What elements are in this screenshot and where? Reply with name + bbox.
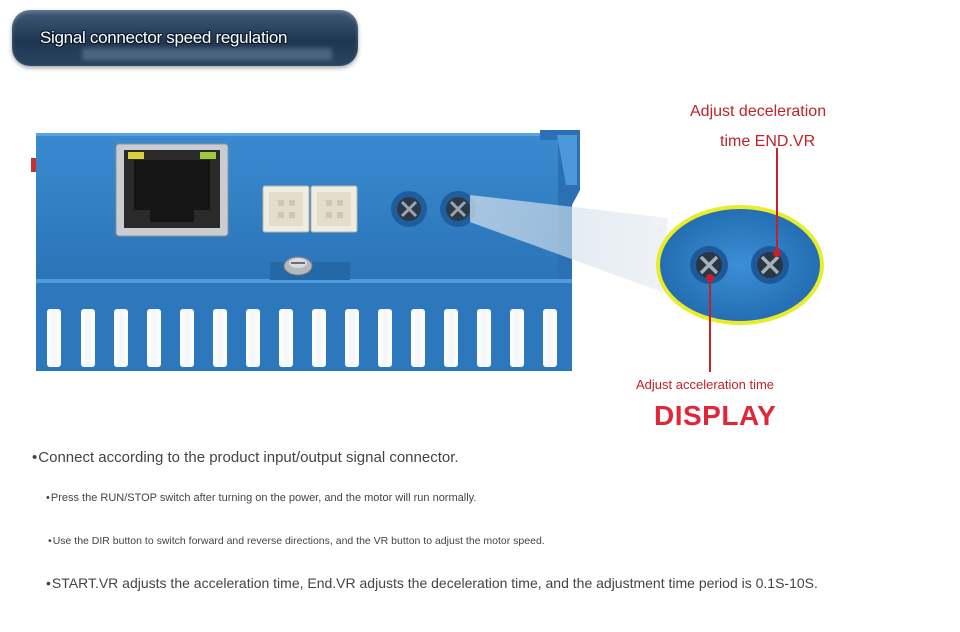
title-text: Signal connector speed regulation [40,28,288,47]
heatsink-base [36,279,572,309]
bullet-item: START.VR adjusts the acceleration time, … [46,575,818,591]
magnifier-beam [470,195,668,292]
deceleration-callout: Adjust deceleration time END.VR [690,97,860,157]
rj45-port [115,143,229,237]
deceleration-label-line1: Adjust deceleration [690,103,827,120]
power-led [31,158,38,172]
signal-connector-left [262,185,310,233]
heatsink-fins [36,309,572,371]
deceleration-label-line2: time END.VR [720,133,816,150]
display-label: DISPLAY [654,400,777,431]
callout-leaders [706,148,781,372]
bullet-item: Connect according to the product input/o… [32,449,458,466]
activity-led [200,152,216,159]
end-vr-potentiometer [440,191,476,227]
bullet-item: Press the RUN/STOP switch after turning … [46,492,477,504]
title-banner: Signal connector speed regulation [12,10,358,66]
signal-connector-right [310,185,358,233]
acceleration-callout: Adjust acceleration time [636,377,775,392]
link-led [128,152,144,159]
start-vr-potentiometer [391,191,427,227]
title-shadow-blur [82,48,332,60]
zoom-inset [656,205,824,325]
mounting-screw [270,256,350,280]
bullet-item: Use the DIR button to switch forward and… [48,535,545,547]
